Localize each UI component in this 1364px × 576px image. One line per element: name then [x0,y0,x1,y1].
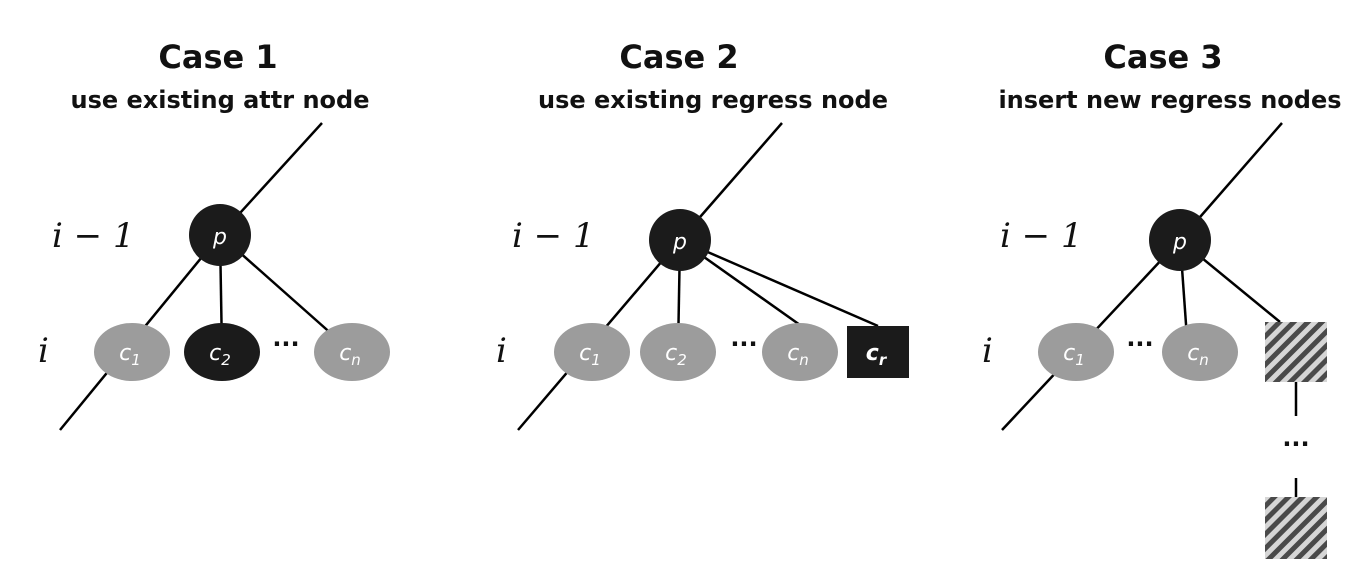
case-1-parent-node [189,204,251,266]
case-1-parent-label: p [212,225,227,250]
case-1-child-2-node [184,323,260,381]
case-3-child-n-node [1162,323,1238,381]
case-2-edge-cr [679,238,879,328]
case-2-child-1-label: c1 [579,341,601,369]
case-2-title: Case 2 [619,38,738,76]
case-1-title: Case 1 [158,38,277,76]
case-1-child-1-label: c1 [119,341,141,369]
case-3-child-1-node [1038,323,1114,381]
case-3-ellipsis: ··· [1126,330,1153,358]
case-2-child-1-node [554,323,630,381]
case-1-child-1-node [94,323,170,381]
case-2-parent-label: p [672,230,687,255]
case-3-new-regress-node-bottom [1265,497,1327,559]
case-2-level-lower: i [496,331,507,371]
case-2-parent-node [649,209,711,271]
case-1-level-upper: i − 1 [52,216,135,256]
case-2-ellipsis: ··· [730,330,757,358]
case-2-regress-node [847,326,909,378]
case-3-title: Case 3 [1103,38,1222,76]
case-1-child-n-node [314,323,390,381]
case-2-panel: Case 2 use existing regress node i − 1 i… [496,38,909,431]
case-2-child-2-node [640,323,716,381]
case-3-level-lower: i [982,331,993,371]
case-2-regress-label: cr [866,341,888,369]
case-3-subtitle: insert new regress nodes [998,86,1341,114]
case-3-new-regress-node-top [1265,322,1327,382]
case-3-chain-ellipsis: ··· [1282,430,1309,458]
case-2-subtitle: use existing regress node [538,86,888,114]
case-3-child-1-label: c1 [1063,341,1085,369]
case-3-level-upper: i − 1 [1000,216,1083,256]
case-2-level-upper: i − 1 [512,216,595,256]
case-2-child-n-label: cn [787,341,809,369]
case-1-child-n-label: cn [339,341,361,369]
case-1-child-2-label: c2 [209,341,231,369]
case-3-child-n-label: cn [1187,341,1209,369]
case-3-parent-node [1149,209,1211,271]
case-3-panel: Case 3 insert new regress nodes i − 1 i … [982,38,1342,559]
case-1-ellipsis: ··· [272,330,299,358]
case-1-level-lower: i [38,331,49,371]
case-2-child-n-node [762,323,838,381]
case-2-child-2-label: c2 [665,341,687,369]
case-1-panel: Case 1 use existing attr node i − 1 i p … [38,38,390,431]
case-1-subtitle: use existing attr node [71,86,370,114]
case-3-parent-label: p [1172,230,1187,255]
